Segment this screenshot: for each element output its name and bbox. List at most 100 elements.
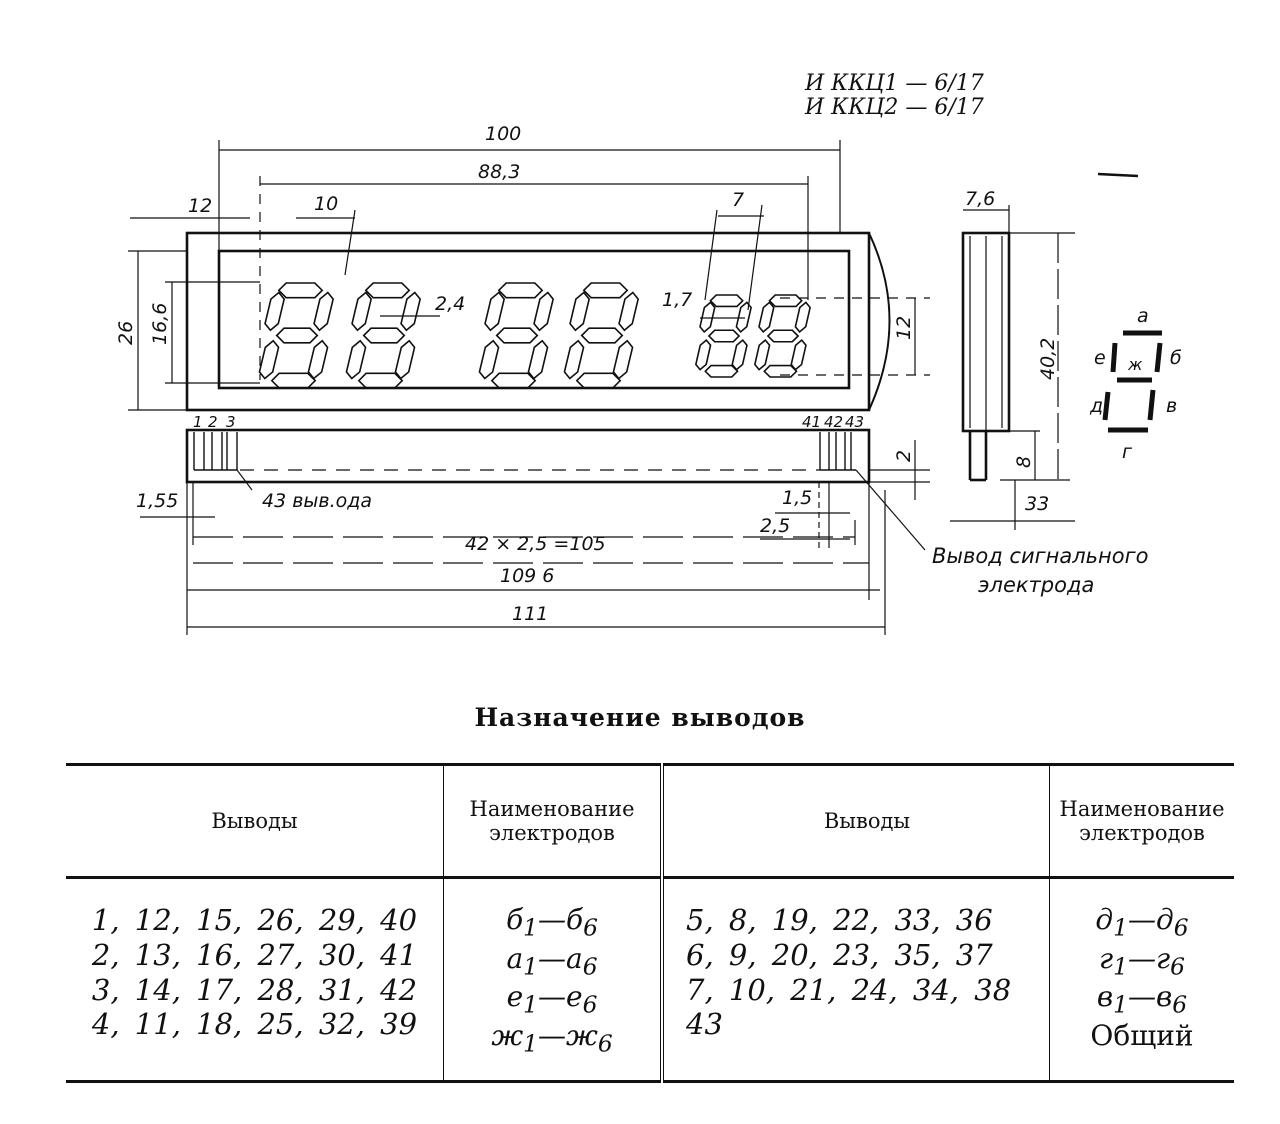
pin-table-title: Назначение выводов xyxy=(474,703,806,732)
segment-e xyxy=(345,339,367,380)
dim-7-6: 7,6 xyxy=(965,188,995,210)
pins-left-0: 1, 12, 15, 26, 29, 40 xyxy=(91,903,418,937)
dim-1-7: 1,7 xyxy=(662,289,692,311)
dim-12-left: 12 xyxy=(188,195,212,217)
segment-c xyxy=(307,339,329,380)
digit-group xyxy=(258,282,811,389)
segment-f xyxy=(758,301,775,334)
segment-c xyxy=(394,339,416,380)
dim-2: 2 xyxy=(893,450,915,462)
segment-a xyxy=(497,282,544,299)
front-view: 1 2 3 41 42 43 xyxy=(185,231,891,484)
scan-mark xyxy=(1097,172,1139,178)
dim-8: 8 xyxy=(1013,456,1035,468)
segment-c xyxy=(790,338,807,371)
pins-left-2: 3, 14, 17, 28, 31, 42 xyxy=(91,972,418,1007)
pins-left-3: 4, 11, 18, 25, 32, 39 xyxy=(91,1007,418,1042)
segment-d xyxy=(357,372,404,389)
digit-1 xyxy=(258,282,335,389)
body-outline xyxy=(185,231,871,412)
dim-33: 33 xyxy=(1025,493,1049,515)
electrode-g: г1—г6 xyxy=(1099,941,1185,981)
segment-f xyxy=(569,291,591,332)
segment-d xyxy=(704,364,739,378)
electrodes-left-cell: б1—б6 а1—а6 е1—е6 ж1—ж6 xyxy=(443,877,664,1082)
pins-left-1: 2, 13, 16, 27, 30, 41 xyxy=(91,937,418,972)
pin-label-1: 1 xyxy=(193,413,203,431)
dim-40-2: 40,2 xyxy=(1037,338,1059,380)
pin-label-41: 41 xyxy=(802,413,821,431)
dim-2-4: 2,4 xyxy=(435,293,465,315)
segment-g xyxy=(362,327,406,344)
display-window xyxy=(217,249,851,390)
dim-105: 42 × 2,5 =105 xyxy=(465,533,606,555)
side-view xyxy=(950,205,1075,530)
dim-12-right: 12 xyxy=(893,316,915,340)
pins-left-cell: 1, 12, 15, 26, 29, 40 2, 13, 16, 27, 30,… xyxy=(66,878,444,1082)
segment-a xyxy=(582,282,629,299)
digit-3 xyxy=(478,282,555,389)
table-row: 1, 12, 15, 26, 29, 40 2, 13, 16, 27, 30,… xyxy=(66,877,1234,1082)
digit-5 xyxy=(694,294,752,378)
header-pins-right: Выводы xyxy=(823,808,911,833)
seg-label-g: г xyxy=(1122,441,1133,463)
segment-a xyxy=(768,294,803,308)
dim-10: 10 xyxy=(314,193,338,215)
pin-label-2: 2 xyxy=(208,413,218,431)
segment-g xyxy=(766,329,800,343)
dim-111: 111 xyxy=(512,603,548,625)
pins-right-3: 43 xyxy=(686,1007,723,1042)
display-drawing: И ККЦ1 — 6/17 И ККЦ2 — 6/17 1 2 3 xyxy=(115,71,1182,635)
digit-6 xyxy=(753,294,811,378)
segment-a xyxy=(277,282,324,299)
dim-109-6: 109 6 xyxy=(500,565,554,587)
electrode-e: е1—е6 xyxy=(506,980,598,1019)
model-title-2: И ККЦ2 — 6/17 xyxy=(804,95,984,120)
pin-table: Выводы Наименование электродов Выводы На… xyxy=(66,763,1234,1083)
pin-label-3: 3 xyxy=(226,413,236,431)
segment-d xyxy=(490,372,537,389)
dim-16-6: 16,6 xyxy=(149,303,171,345)
segment-g xyxy=(580,327,624,344)
segment-f xyxy=(484,291,506,332)
segment-f xyxy=(351,291,373,332)
electrodes-right-cell: д1—д6 г1—г6 в1—в6 Общий xyxy=(1049,877,1234,1082)
segment-e xyxy=(694,338,712,371)
header-electrodes-right: Наименование электродов xyxy=(1049,764,1234,878)
seg-label-e: е xyxy=(1094,347,1106,369)
segment-e xyxy=(563,339,585,380)
segment-legend xyxy=(1102,330,1163,433)
electrode-zh: ж1—ж6 xyxy=(491,1018,613,1058)
segment-a xyxy=(709,294,744,308)
seg-label-d: д xyxy=(1089,395,1103,417)
digit-4 xyxy=(563,282,640,389)
dim-1-5: 1,5 xyxy=(782,487,812,509)
segment-d xyxy=(763,364,798,378)
leads-left xyxy=(193,432,238,471)
segment-b xyxy=(794,301,811,334)
segment-f xyxy=(264,291,286,332)
signal-callout-1: Вывод сигнального xyxy=(932,544,1149,568)
segment-a xyxy=(364,282,411,299)
seg-label-zh: ж xyxy=(1127,355,1143,374)
dim-88-3: 88,3 xyxy=(478,161,520,183)
segment-g xyxy=(495,327,539,344)
segment-b xyxy=(735,301,752,334)
segment-g xyxy=(275,327,319,344)
dim-2-5: 2,5 xyxy=(760,515,790,537)
segment-c xyxy=(612,339,634,380)
segment-c xyxy=(731,338,748,371)
dim-26: 26 xyxy=(115,321,137,345)
pins-right-2: 7, 10, 21, 24, 34, 38 xyxy=(686,972,1012,1007)
electrode-d: д1—д6 xyxy=(1095,903,1189,942)
segment-d xyxy=(575,372,622,389)
leads-callout: 43 выв.ода xyxy=(262,490,372,512)
dim-7: 7 xyxy=(732,189,744,211)
electrode-common: Общий xyxy=(1090,1018,1194,1052)
segment-b xyxy=(400,291,422,332)
electrode-v: в1—в6 xyxy=(1096,980,1188,1019)
segment-b xyxy=(618,291,640,332)
dimension-lines xyxy=(128,140,930,635)
pins-right-0: 5, 8, 19, 22, 33, 36 xyxy=(686,903,993,937)
model-title-1: И ККЦ1 — 6/17 xyxy=(804,71,984,96)
